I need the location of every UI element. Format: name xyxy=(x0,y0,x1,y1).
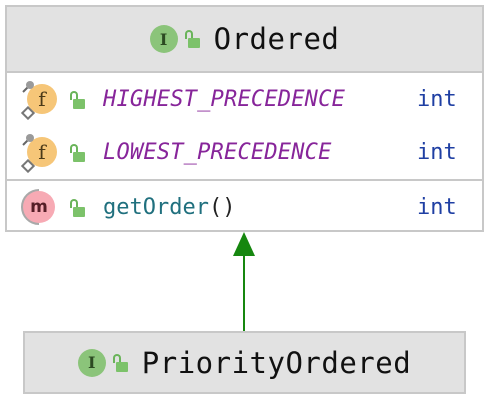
method-type: int xyxy=(417,195,457,220)
lock-open-icon xyxy=(112,353,128,372)
header-divider xyxy=(7,71,482,73)
arrow-head xyxy=(233,232,255,256)
method-icon: m xyxy=(21,188,61,228)
fields-divider xyxy=(7,179,482,181)
field-type: int xyxy=(417,140,457,165)
interface-icon: I xyxy=(77,348,106,377)
lock-open-icon xyxy=(69,90,85,109)
method-row[interactable]: m getOrder() int xyxy=(7,181,482,234)
field-icon: f xyxy=(21,80,61,120)
ordered-class-box[interactable]: I Ordered f HIGHEST_PRECEDENCE int f LOW… xyxy=(5,5,484,232)
interface-icon: I xyxy=(149,25,178,53)
field-type: int xyxy=(417,87,457,112)
priority-ordered-header: I PriorityOrdered xyxy=(25,333,464,392)
class-title: PriorityOrdered xyxy=(141,345,412,380)
field-row[interactable]: f LOWEST_PRECEDENCE int xyxy=(7,126,482,179)
field-row[interactable]: f HIGHEST_PRECEDENCE int xyxy=(7,73,482,126)
lock-open-icon xyxy=(69,143,85,162)
field-name: HIGHEST_PRECEDENCE xyxy=(103,87,346,112)
priority-ordered-class-box[interactable]: I PriorityOrdered xyxy=(23,331,466,394)
lock-open-icon xyxy=(69,198,85,217)
ordered-header: I Ordered xyxy=(7,7,482,71)
field-name: LOWEST_PRECEDENCE xyxy=(103,140,332,165)
field-icon: f xyxy=(21,133,61,173)
method-name: getOrder() xyxy=(103,195,236,220)
class-title: Ordered xyxy=(213,22,340,56)
lock-open-icon xyxy=(184,30,200,48)
